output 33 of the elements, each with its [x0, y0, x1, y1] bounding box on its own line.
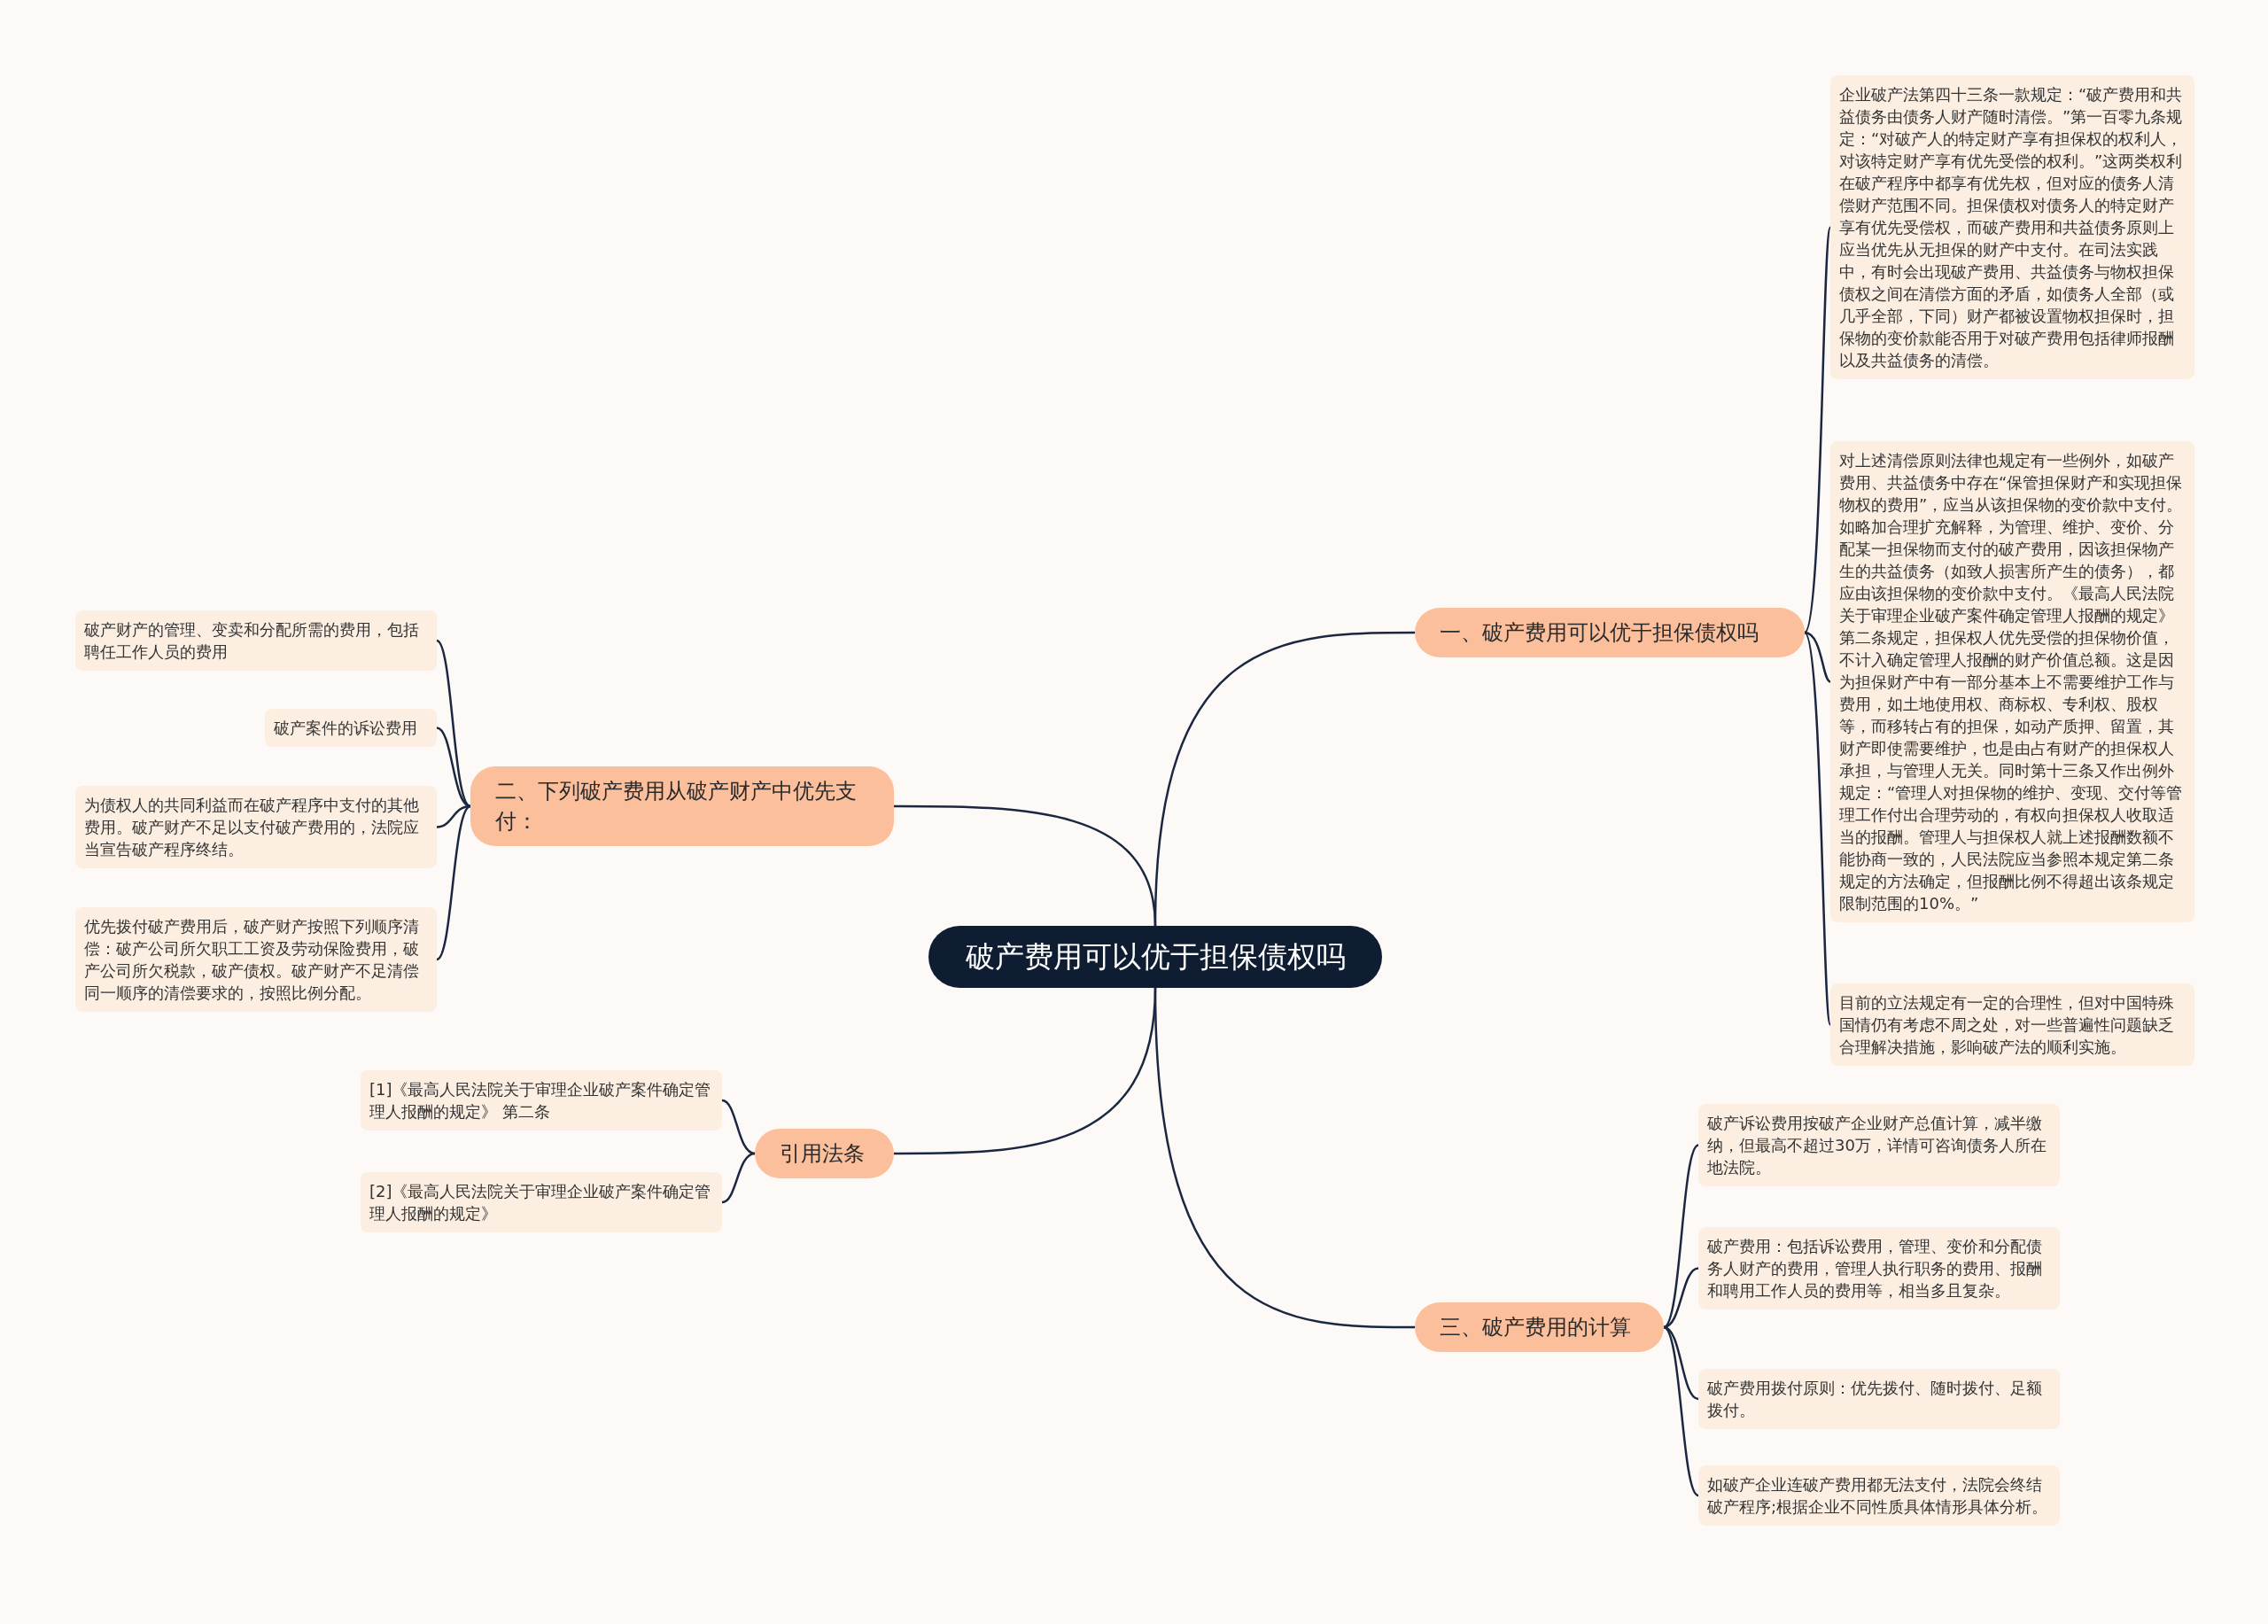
note-card: 破产案件的诉讼费用 — [265, 709, 437, 747]
connector-line — [1663, 1267, 1699, 1329]
connector-line — [894, 804, 1157, 927]
note-card: [1]《最高人民法院关于审理企业破产案件确定管理人报酬的规定》 第二条 — [361, 1070, 722, 1131]
central-topic: 破产费用可以优于担保债权吗 — [928, 926, 1382, 988]
topic-box: 二、下列破产费用从破产财产中优先支付： — [470, 766, 894, 846]
connector-line — [436, 640, 471, 807]
connector-line — [1663, 1325, 1699, 1401]
connector-line — [1804, 631, 1831, 683]
topic-box: 引用法条 — [755, 1129, 894, 1178]
note-card: 优先拨付破产费用后，破产财产按照下列顺序清偿：破产公司所欠职工工资及劳动保险费用，破产公司所欠税款，破产债权。破产财产不足清偿同一顺序的清偿要求的，按照比例分配。 — [75, 907, 437, 1012]
note-card: 破产财产的管理、变卖和分配所需的费用，包括聘任工作人员的费用 — [75, 610, 437, 671]
connector-line — [1803, 632, 1832, 1025]
topic-box: 三、破产费用的计算 — [1415, 1302, 1664, 1352]
note-card: 对上述清偿原则法律也规定有一些例外，如破产费用、共益债务中存在“保管担保财产和实现担保物权的费用”，应当从该担保物的变价款中支付。如略加合理扩充解释，为管理、维护、变价、分配某一担保物而支付的破产费用，因该担保物产生的共益债务（如致人损害所产生的债务），都应由该担保物的变价款中支付。《最高人民法院关于审理企业破产案件确定管理人报酬的规定》第二条规定，担保权人优先受偿的担保物价值，不计入确定管理人报酬的财产价值总额。这是因为担保财产中有一部分基本上不需要维护工作与费用，如土地使用权、商标权、专利权、股权等，而移转占有的担保，如动产质押、留置，其财产即使需要维护，也是由占有财产的担保权人承担，与管理人无关。同时第十三条又作出例外规定：“管理人对担保物的维护、变现、交付等管理工作付出合理劳动的，有权向担保权人收取适当的报酬。管理人与担保权人就上述报酬数额不能协商一致的，人民法院应当参照本规定第二条规定的方法确定，但报酬比例不得超出该条规定限制范围的10%。” — [1830, 441, 2194, 922]
note-card: [2]《最高人民法院关于审理企业破产案件确定管理人报酬的规定》 — [361, 1172, 722, 1232]
connector-line — [1663, 1326, 1699, 1496]
note-card: 破产诉讼费用按破产企业财产总值计算，减半缴纳，但最高不超过30万，详情可咨询债务人所在地法院。 — [1698, 1104, 2060, 1186]
topic-box: 一、破产费用可以优于担保债权吗 — [1415, 608, 1805, 657]
note-card: 破产费用：包括诉讼费用，管理、变价和分配债务人财产的费用，管理人执行职务的费用、报酬和聘用工作人员的费用等，相当多且复杂。 — [1698, 1227, 2060, 1309]
connector-line — [721, 1152, 756, 1204]
connector-line — [436, 727, 471, 808]
connector-line — [1803, 227, 1832, 633]
note-card: 为债权人的共同利益而在破产程序中支付的其他费用。破产财产不足以支付破产费用的，法院应当宣告破产程序终结。 — [75, 786, 437, 868]
connector-line — [1153, 987, 1415, 1329]
note-card: 如破产企业连破产费用都无法支付，法院会终结破产程序;根据企业不同性质具体情形具体分析。 — [1698, 1465, 2060, 1526]
connector-line — [436, 805, 471, 960]
note-card: 目前的立法规定有一定的合理性，但对中国特殊国情仍有考虑不周之处，对一些普遍性问题缺乏合理解决措施，影响破产法的顺利实施。 — [1830, 983, 2194, 1066]
connector-line — [1663, 1144, 1699, 1328]
connector-line — [436, 804, 471, 828]
connector-line — [721, 1099, 756, 1155]
note-card: 企业破产法第四十三条一款规定：“破产费用和共益债务由债务人财产随时清偿。”第一百零九条规定：“对破产人的特定财产享有担保权的权利人，对该特定财产享有优先受偿的权利。”这两类权利在破产程序中都享有优先权，但对应的债务人清偿财产范围不同。担保债权对债务人的特定财产享有优先受偿权，而破产费用和共益债务原则上应当优先从无担保的财产中支付。在司法实践中，有时会出现破产费用、共益债务与物权担保债权之间在清偿方面的矛盾，如债务人全部（或几乎全部，下同）财产都被设置物权担保时，担保物的变价款能否用于对破产费用包括律师报酬以及共益债务的清偿。 — [1830, 75, 2194, 379]
note-card: 破产费用拨付原则：优先拨付、随时拨付、足额拨付。 — [1698, 1369, 2060, 1429]
